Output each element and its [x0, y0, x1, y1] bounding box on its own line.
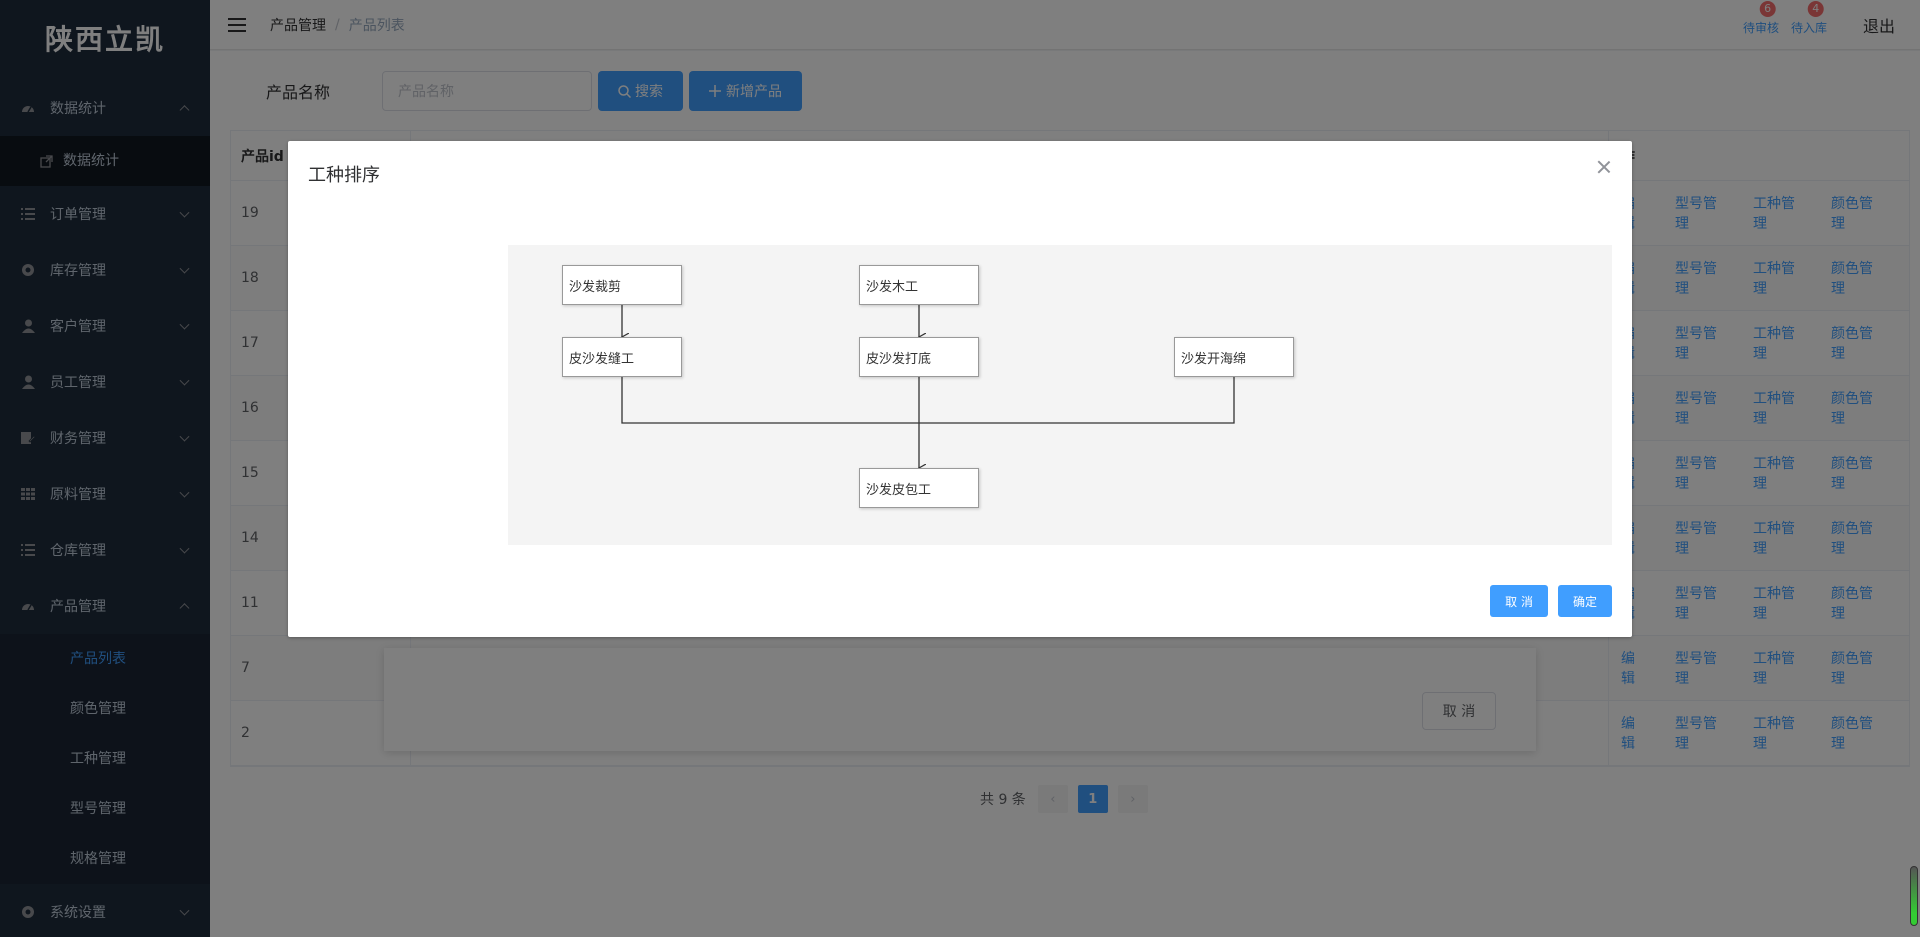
flow-node-sofa-woodwork[interactable]: 沙发木工 [859, 265, 979, 305]
flow-node-sponge-cutting[interactable]: 沙发开海绵 [1174, 337, 1294, 377]
flow-node-leather-sewing[interactable]: 皮沙发缝工 [562, 337, 682, 377]
dialog-footer: 取 消 确定 [1480, 585, 1612, 617]
flow-node-leather-base[interactable]: 皮沙发打底 [859, 337, 979, 377]
dialog-title: 工种排序 [308, 165, 380, 186]
flow-node-sofa-cutting[interactable]: 沙发裁剪 [562, 265, 682, 305]
flow-node-leather-wrapping[interactable]: 沙发皮包工 [859, 468, 979, 508]
dialog-cancel-button[interactable]: 取 消 [1490, 585, 1548, 617]
flow-canvas: 沙发裁剪 沙发木工 皮沙发缝工 皮沙发打底 沙发开海绵 沙发皮包工 [508, 245, 1612, 545]
connector-merge [621, 377, 1235, 424]
work-order-dialog: 工种排序 沙发裁剪 沙发木工 皮沙发缝工 皮沙发打底 沙发开海绵 沙发皮包工 取… [288, 141, 1632, 637]
flow-connectors [508, 305, 1235, 545]
scrollbar-thumb[interactable] [1910, 866, 1918, 926]
close-icon[interactable] [1596, 159, 1612, 175]
dialog-confirm-button[interactable]: 确定 [1557, 585, 1612, 617]
